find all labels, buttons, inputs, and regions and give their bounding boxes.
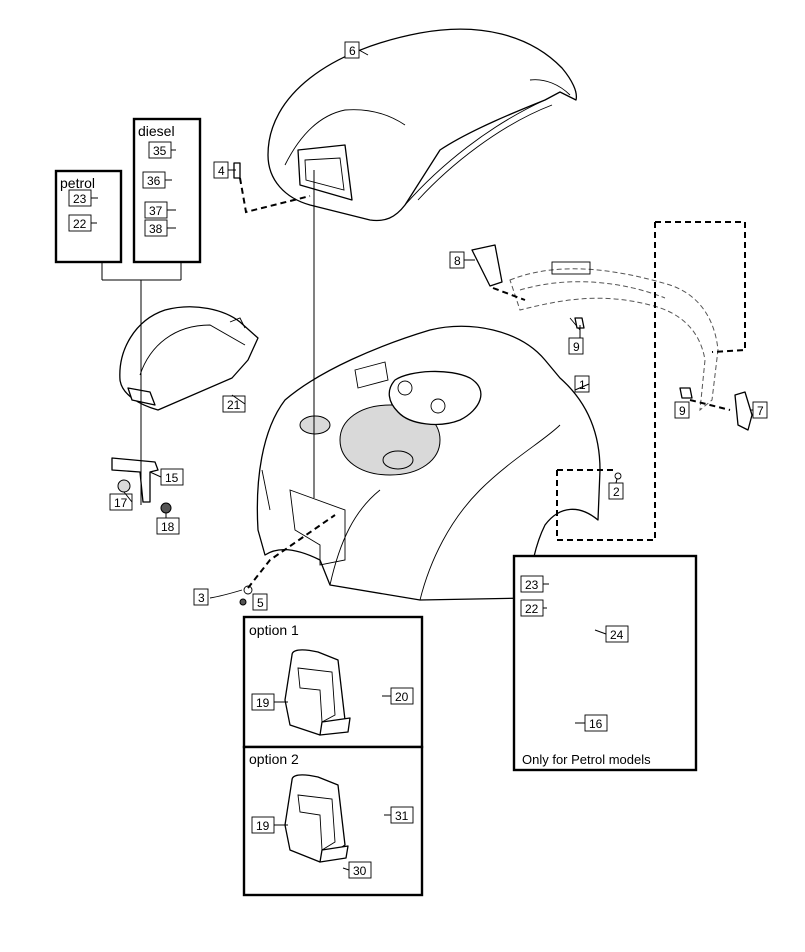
callout-21: 21 xyxy=(222,395,246,413)
svg-text:22: 22 xyxy=(73,217,87,231)
svg-text:30: 30 xyxy=(353,864,367,878)
svg-text:37: 37 xyxy=(149,204,163,218)
option2-label: option 2 xyxy=(249,751,299,767)
bracket-part-15 xyxy=(111,457,159,503)
svg-text:7: 7 xyxy=(757,404,764,418)
svg-text:21: 21 xyxy=(227,398,241,412)
callout-15: 15 xyxy=(160,468,184,486)
callout-22-petrol: 22 xyxy=(68,214,92,232)
callout-18: 18 xyxy=(156,517,180,535)
callout-6: 6 xyxy=(344,41,360,59)
callout-23-petrol: 23 xyxy=(68,189,92,207)
callout-16: 16 xyxy=(584,714,608,732)
callout-4: 4 xyxy=(213,161,229,179)
callout-35: 35 xyxy=(148,141,172,159)
svg-text:9: 9 xyxy=(573,340,580,354)
callout-37: 37 xyxy=(144,201,168,219)
svg-text:15: 15 xyxy=(165,471,179,485)
callout-20: 20 xyxy=(390,687,414,705)
callout-7: 7 xyxy=(752,401,768,419)
svg-text:23: 23 xyxy=(73,192,87,206)
svg-text:1: 1 xyxy=(579,378,586,392)
fender-extension-part xyxy=(471,244,719,412)
svg-text:22: 22 xyxy=(525,602,539,616)
callout-22-petrol-only: 22 xyxy=(520,599,544,617)
callouts: 6 4 8 9 1 9 7 2 23 22 35 36 37 38 21 15 … xyxy=(68,41,768,879)
svg-text:5: 5 xyxy=(257,596,264,610)
petrol-label: petrol xyxy=(60,175,95,191)
callout-3: 3 xyxy=(193,588,209,606)
svg-text:36: 36 xyxy=(147,174,161,188)
callout-31: 31 xyxy=(390,806,414,824)
callout-24: 24 xyxy=(605,625,629,643)
svg-text:4: 4 xyxy=(218,164,225,178)
svg-text:19: 19 xyxy=(256,696,270,710)
svg-text:3: 3 xyxy=(198,591,205,605)
callout-9-upper: 9 xyxy=(568,337,584,355)
svg-text:9: 9 xyxy=(679,404,686,418)
callout-17: 17 xyxy=(109,493,133,511)
callout-23-petrol-only: 23 xyxy=(520,575,544,593)
callout-30: 30 xyxy=(348,861,372,879)
bracket-part-7 xyxy=(734,391,753,431)
option1-label: option 1 xyxy=(249,622,299,638)
callout-38: 38 xyxy=(144,219,168,237)
svg-text:20: 20 xyxy=(395,690,409,704)
svg-text:24: 24 xyxy=(610,628,624,642)
callout-19-option2: 19 xyxy=(251,816,275,834)
petrol-only-note: Only for Petrol models xyxy=(522,752,651,767)
callout-9-lower: 9 xyxy=(674,401,690,419)
diesel-group-box xyxy=(132,117,202,264)
svg-text:31: 31 xyxy=(395,809,409,823)
diesel-label: diesel xyxy=(138,123,175,139)
callout-19-option1: 19 xyxy=(251,693,275,711)
hood-part xyxy=(267,28,578,222)
petrol-only-group-box xyxy=(512,554,698,772)
svg-text:6: 6 xyxy=(349,44,356,58)
svg-text:23: 23 xyxy=(525,578,539,592)
svg-text:35: 35 xyxy=(153,144,167,158)
svg-text:17: 17 xyxy=(114,496,128,510)
callout-5: 5 xyxy=(252,593,268,611)
callout-2: 2 xyxy=(608,482,624,500)
callout-36: 36 xyxy=(142,171,166,189)
svg-text:38: 38 xyxy=(149,222,163,236)
guard-part-19-option2 xyxy=(284,774,349,863)
svg-text:2: 2 xyxy=(613,485,620,499)
callout-leaders xyxy=(91,49,753,871)
guard-part-19-option1 xyxy=(284,649,351,736)
svg-text:18: 18 xyxy=(161,520,175,534)
svg-text:8: 8 xyxy=(454,254,461,268)
svg-text:19: 19 xyxy=(256,819,270,833)
svg-text:16: 16 xyxy=(589,717,603,731)
callout-8: 8 xyxy=(449,251,465,269)
